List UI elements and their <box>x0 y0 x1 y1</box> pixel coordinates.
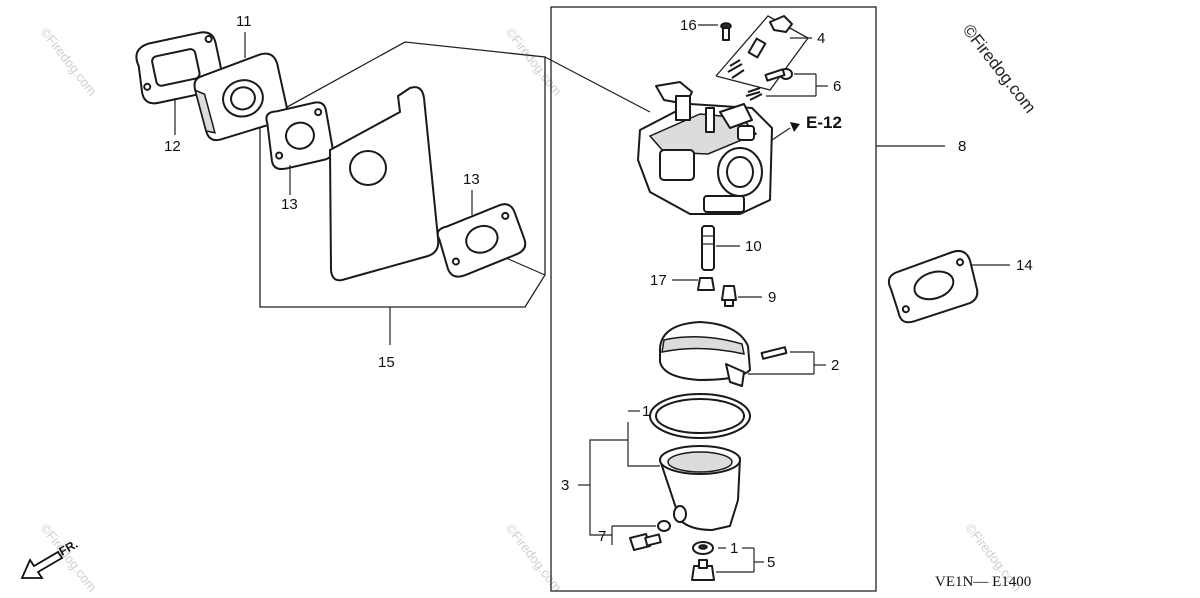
watermark-faint-2: ©Firedog.com <box>503 25 565 99</box>
leader-gasket-link <box>505 257 546 276</box>
drawing-code: VE1N— E1400 <box>935 574 1031 590</box>
label-12: 12 <box>164 138 181 155</box>
main-jet-17 <box>697 277 715 291</box>
gasket-13-lower <box>436 203 527 278</box>
float-chamber-3 <box>659 445 741 531</box>
label-7: 7 <box>598 528 606 545</box>
label-2: 2 <box>831 357 839 374</box>
label-3: 3 <box>561 477 569 494</box>
float-2 <box>659 321 788 387</box>
front-direction-arrow: FR. <box>20 537 80 579</box>
watermark-faint-4: ©Firedog.com <box>503 521 565 595</box>
label-9: 9 <box>768 289 776 306</box>
label-10: 10 <box>745 238 762 255</box>
watermark-faint-1: ©Firedog.com <box>38 25 100 99</box>
label-5: 5 <box>767 554 775 571</box>
gasket-14 <box>887 249 979 324</box>
assembly-8-frame <box>550 6 877 592</box>
label-8: 8 <box>958 138 966 155</box>
ref-arrow-head <box>790 122 800 132</box>
callout-labels: 11 12 13 13 15 16 4 6 8 10 17 9 14 2 1 3… <box>164 13 1033 571</box>
leader-group-to-carb <box>544 56 651 113</box>
label-16: 16 <box>680 17 697 34</box>
leader-3-bracket-a <box>627 422 660 467</box>
label-13-lower: 13 <box>463 171 480 188</box>
label-6: 6 <box>833 78 841 95</box>
label-1-top: 1 <box>642 403 650 420</box>
o-ring-1 <box>649 393 751 439</box>
leader-3-bracket-b <box>589 439 628 536</box>
drain-screw-9 <box>721 285 737 307</box>
carburetor-body <box>637 81 773 215</box>
label-4: 4 <box>817 30 825 47</box>
heat-shield-plate <box>329 86 440 282</box>
screw-16 <box>720 22 732 41</box>
label-11: 11 <box>236 13 252 30</box>
ref-arrow-line <box>771 127 791 141</box>
screw-set-6 <box>745 68 793 101</box>
gasket-13-upper <box>265 101 334 171</box>
watermark-main: ©Firedog.com <box>959 21 1040 117</box>
label-14: 14 <box>1016 257 1033 274</box>
ref-link-e12[interactable]: E-12 <box>806 113 842 132</box>
faint-watermarks: ©Firedog.com ©Firedog.com ©Firedog.com ©… <box>38 25 1025 595</box>
bolt-5 <box>691 559 715 581</box>
label-15: 15 <box>378 354 395 371</box>
label-13-upper: 13 <box>281 196 298 213</box>
washer-1 <box>692 541 714 555</box>
label-17: 17 <box>650 272 667 289</box>
insulator-11 <box>193 52 288 142</box>
main-nozzle-10 <box>701 225 715 271</box>
bolt-7 <box>629 520 671 551</box>
label-1-bottom: 1 <box>730 540 738 557</box>
